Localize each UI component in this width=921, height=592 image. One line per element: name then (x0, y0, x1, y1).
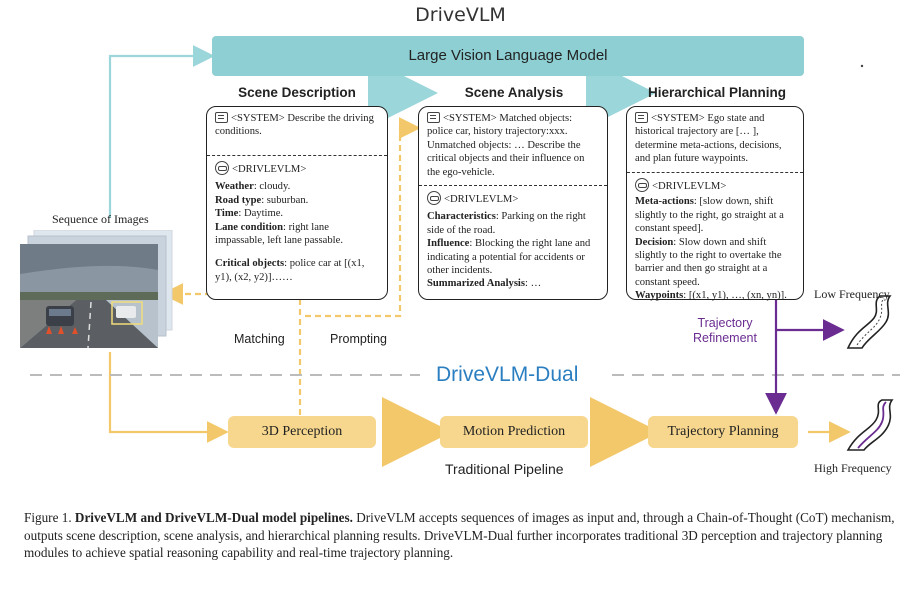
stage-hierarchical-planning: Hierarchical Planning (647, 85, 787, 100)
panel1-field-time: Time: Daytime. (215, 208, 284, 220)
panel2-field-summary: Summarized Analysis: … (427, 278, 542, 290)
panel1-system-text: Describe the driving conditions. (215, 113, 374, 138)
road-image-stack (20, 230, 173, 349)
motion-prediction-box: Motion Prediction (440, 416, 588, 448)
panel1-model-tag: <DRIVLEVLM> (232, 164, 307, 175)
dual-label: DriveVLM-Dual (436, 363, 579, 386)
panel-scene-description: <SYSTEM> Describe the driving conditions… (206, 106, 388, 300)
panel-hierarchical-planning: <SYSTEM> Ego state and historical trajec… (626, 106, 804, 301)
model-robot-icon (427, 191, 441, 205)
panel-scene-analysis: <SYSTEM> Matched objects: police car, hi… (418, 106, 608, 300)
panel2-system-section: <SYSTEM> Matched objects: police car, hi… (419, 107, 607, 185)
panel3-system-section: <SYSTEM> Ego state and historical trajec… (627, 107, 803, 172)
system-chip-icon (427, 112, 440, 123)
panel1-field-critical: Critical objects: police car at [(x1, y1… (215, 258, 365, 283)
sequence-label: Sequence of Images (52, 212, 149, 226)
panel3-system-tag: <SYSTEM> (651, 113, 705, 124)
perception-box: 3D Perception (228, 416, 376, 448)
high-frequency-road-icon (846, 399, 894, 451)
system-chip-icon (215, 112, 228, 123)
panel2-field-influence: Influence: Blocking the right lane and i… (427, 238, 591, 277)
image-to-perception-line (108, 352, 229, 443)
panel2-system-text: Matched objects: police car, history tra… (427, 113, 585, 178)
caption-prefix: Figure 1. (24, 510, 75, 525)
panel3-model-section: <DRIVLEVLM> Meta-actions: [slow down, sh… (627, 173, 803, 308)
panel1-field-road-type: Road type: suburban. (215, 194, 309, 206)
panel1-field-lane: Lane condition: right lane impassable, l… (215, 221, 343, 247)
panel1-divider (207, 155, 387, 156)
image-to-lvlm-arrow (108, 45, 215, 218)
panel3-model-tag: <DRIVLEVLM> (652, 181, 727, 192)
panel1-field-weather: Weather: cloudy. (215, 181, 291, 193)
panel3-divider (627, 172, 803, 173)
stray-dot (860, 64, 864, 68)
traditional-pipeline-label: Traditional Pipeline (445, 461, 564, 477)
high-frequency-label: High Frequency (814, 461, 892, 475)
panel1-system-section: <SYSTEM> Describe the driving conditions… (207, 107, 387, 155)
panel1-model-section: <DRIVLEVLM> Weather: cloudy. Road type: … (207, 156, 387, 289)
diagram-title: DriveVLM (415, 4, 506, 26)
panel2-system-tag: <SYSTEM> (443, 113, 497, 124)
caption-bold: DriveVLM and DriveVLM-Dual model pipelin… (74, 510, 353, 525)
panel3-field-waypoints: Waypoints: [(x1, y1), …, (xn, yn)]. (635, 290, 787, 302)
trajectory-refinement-label: Trajectory Refinement (693, 316, 757, 345)
caption-text: DriveVLM accepts sequences of images as … (24, 510, 895, 560)
panel2-field-characteristics: Characteristics: Parking on the right si… (427, 211, 586, 236)
prompting-label: Prompting (330, 332, 387, 346)
road-photo (20, 244, 158, 349)
model-robot-icon (215, 161, 229, 175)
panel3-system-text: Ego state and historical trajectory are … (635, 113, 782, 165)
matching-label: Matching (234, 332, 285, 346)
panel2-model-tag: <DRIVLEVLM> (444, 194, 519, 205)
panel2-divider (419, 185, 607, 186)
panel3-field-meta-actions: Meta-actions: [slow down, shift slightly… (635, 196, 784, 235)
panel1-system-tag: <SYSTEM> (231, 113, 285, 124)
panel2-model-section: <DRIVLEVLM> Characteristics: Parking on … (419, 186, 607, 296)
low-frequency-road-icon (846, 295, 892, 349)
matching-dashed-line (161, 283, 302, 415)
model-robot-icon (635, 178, 649, 192)
lvlm-bar: Large Vision Language Model (212, 36, 804, 76)
trajectory-planning-box: Trajectory Planning (648, 416, 798, 448)
figure-caption: Figure 1. DriveVLM and DriveVLM-Dual mod… (24, 509, 904, 562)
system-chip-icon (635, 112, 648, 123)
stage-scene-description: Scene Description (238, 85, 356, 100)
stage-scene-analysis: Scene Analysis (464, 85, 564, 100)
panel3-field-decision: Decision: Slow down and shift slightly t… (635, 236, 782, 288)
low-frequency-label: Low Frequency (814, 287, 890, 301)
